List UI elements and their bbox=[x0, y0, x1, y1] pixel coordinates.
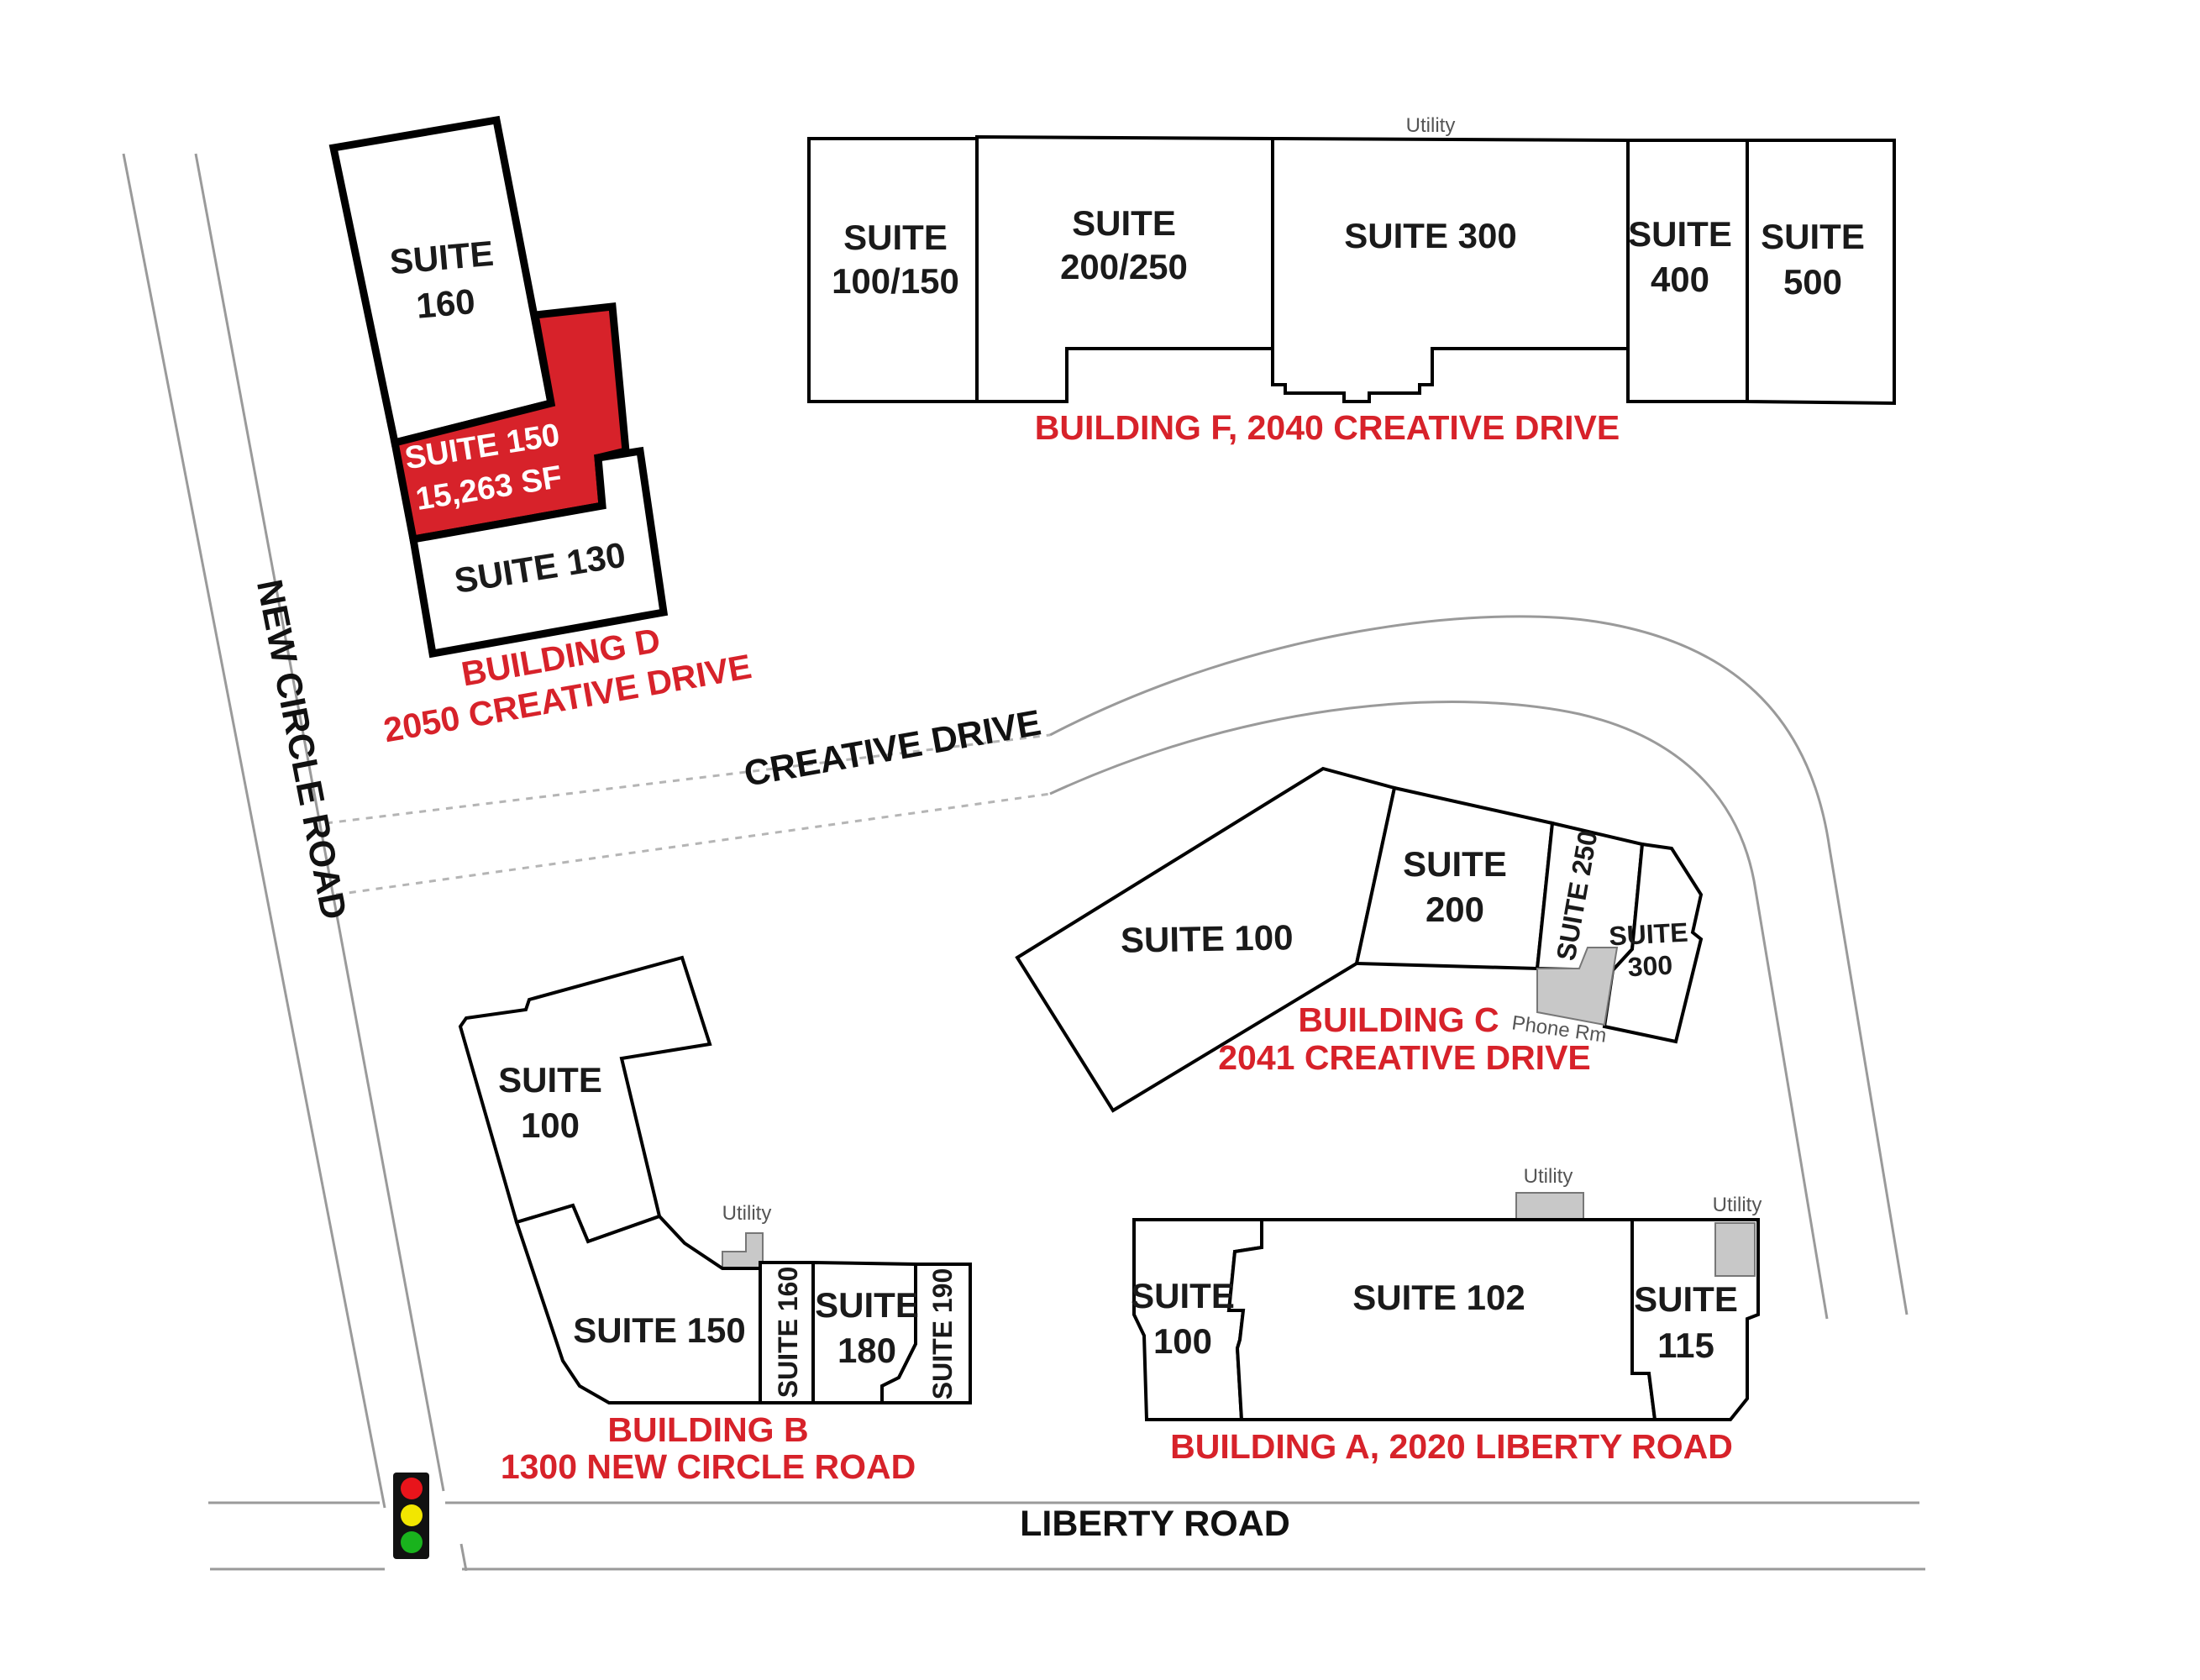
building-c-suite-300-label: SUITE300 bbox=[1608, 917, 1690, 984]
traffic-light-icon bbox=[393, 1473, 429, 1559]
building-d-suite-130[interactable] bbox=[408, 446, 669, 659]
building-c-phone-room bbox=[1536, 947, 1619, 1026]
building-f-suite-300-label: SUITE 300 bbox=[1344, 216, 1516, 255]
building-f-label: BUILDING F, 2040 CREATIVE DRIVE bbox=[1035, 408, 1620, 447]
liberty-road-label: LIBERTY ROAD bbox=[1020, 1504, 1290, 1544]
building-b-address: 1300 NEW CIRCLE ROAD bbox=[501, 1447, 916, 1486]
building-b-utility-label: Utility bbox=[722, 1202, 772, 1225]
creative-drive-label: CREATIVE DRIVE bbox=[741, 703, 1043, 795]
building-a-utility-room-right bbox=[1714, 1222, 1756, 1277]
new-circle-road-label: NEW CIRCLE ROAD bbox=[249, 576, 354, 922]
building-c-suite-300[interactable] bbox=[1602, 842, 1704, 1044]
building-c-suite-100-label: SUITE 100 bbox=[1121, 917, 1294, 960]
building-b-suite-150[interactable] bbox=[514, 1203, 762, 1404]
building-f-utility-label: Utility bbox=[1406, 114, 1456, 137]
building-b-suite-150-label: SUITE 150 bbox=[573, 1310, 745, 1350]
building-a-utility-label-top: Utility bbox=[1524, 1165, 1573, 1188]
building-b-suite-160-label: SUITE 160 bbox=[773, 1267, 803, 1399]
building-f-suite-300[interactable] bbox=[1271, 136, 1630, 403]
building-d: SUITE160 SUITE 15015,263 SF SUITE 130 BU… bbox=[328, 115, 754, 749]
building-a-label: BUILDING A, 2020 LIBERTY ROAD bbox=[1170, 1427, 1733, 1466]
building-b-suite-190[interactable] bbox=[880, 1263, 972, 1404]
building-d-suite-160[interactable] bbox=[328, 115, 556, 448]
building-a-suite-102[interactable] bbox=[1226, 1218, 1657, 1421]
building-a-suite-102-label: SUITE 102 bbox=[1352, 1278, 1525, 1317]
building-a-utility-room-top bbox=[1515, 1192, 1584, 1221]
building-b-name: BUILDING B bbox=[607, 1410, 808, 1449]
building-b-suite-100[interactable] bbox=[458, 955, 712, 1244]
building-d-suite-160-label: SUITE160 bbox=[388, 234, 499, 328]
building-f-suite-500[interactable] bbox=[1746, 139, 1896, 406]
building-c-name: BUILDING C bbox=[1298, 1000, 1499, 1039]
building-a-utility-label-right: Utility bbox=[1713, 1194, 1762, 1216]
building-b-suite-190-label: SUITE 190 bbox=[927, 1268, 958, 1400]
building-b-utility-room bbox=[722, 1232, 764, 1269]
building-c-address: 2041 CREATIVE DRIVE bbox=[1218, 1038, 1591, 1077]
road-lines bbox=[122, 153, 1925, 1572]
